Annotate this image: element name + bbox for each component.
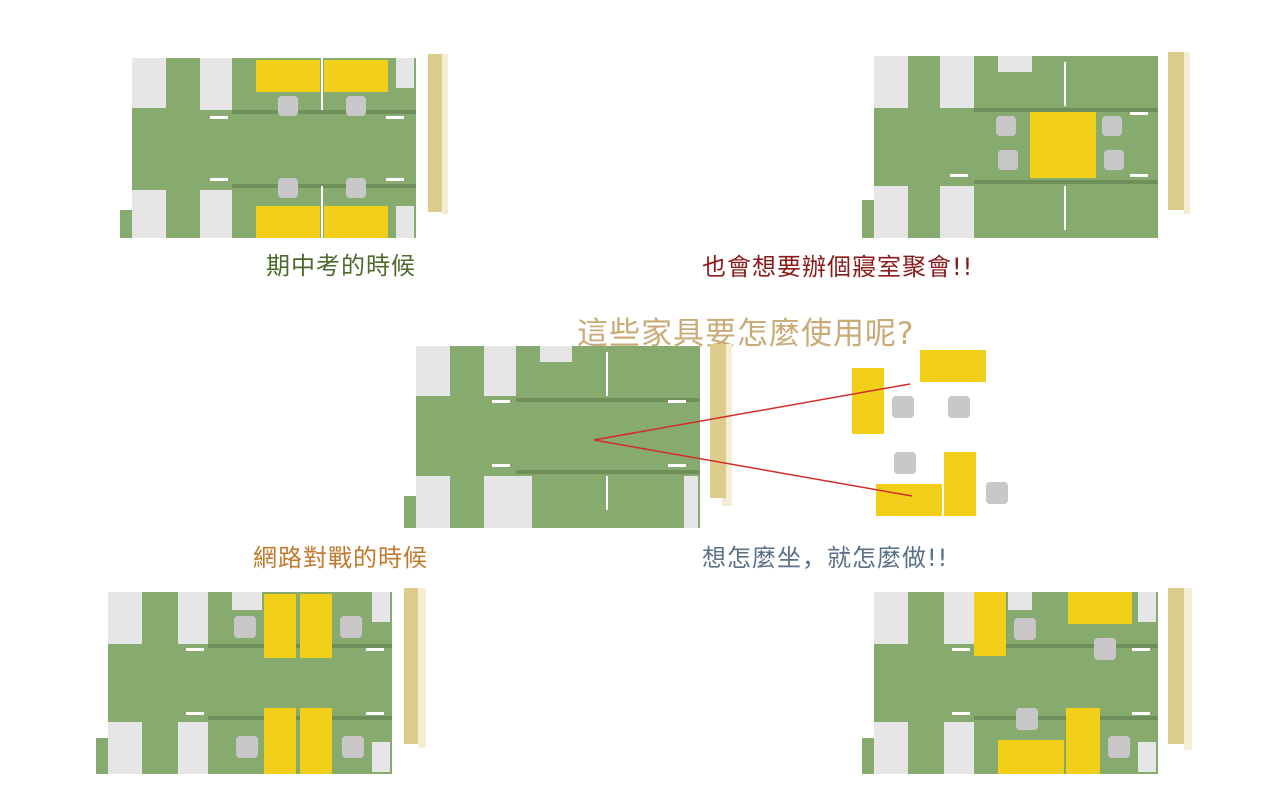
- chair: [1014, 618, 1036, 640]
- chair: [342, 736, 364, 758]
- desk-vertical: [852, 368, 884, 434]
- room-layout-gaming: [96, 588, 432, 778]
- desk-vertical: [300, 594, 332, 658]
- chair: [234, 616, 256, 638]
- desk-horizontal: [998, 740, 1064, 774]
- desk-vertical: [264, 708, 296, 774]
- chair: [986, 482, 1008, 504]
- chair: [346, 178, 366, 198]
- desk-horizontal: [1068, 592, 1132, 624]
- desk-horizontal: [876, 484, 942, 516]
- party-table: [1030, 112, 1096, 178]
- caption-exam: 期中考的時候: [266, 252, 416, 280]
- chair: [1094, 638, 1116, 660]
- chair: [998, 150, 1018, 170]
- chair: [340, 616, 362, 638]
- chair: [892, 396, 914, 418]
- chair: [1102, 116, 1122, 136]
- desk: [256, 206, 320, 238]
- desk: [256, 60, 320, 92]
- chair: [996, 116, 1016, 136]
- chair: [1108, 736, 1130, 758]
- room-layout-sit: [862, 588, 1192, 778]
- chair: [346, 96, 366, 116]
- room-layout-party: [862, 50, 1192, 240]
- chair: [1016, 708, 1038, 730]
- chair: [894, 452, 916, 474]
- room-layout-default: [404, 340, 734, 530]
- chair: [948, 396, 970, 418]
- chair: [1104, 150, 1124, 170]
- room-layout-exam: [120, 50, 450, 240]
- chair: [278, 96, 298, 116]
- caption-party: 也會想要辦個寢室聚會!!: [702, 253, 974, 281]
- chair: [236, 736, 258, 758]
- desk-vertical: [264, 594, 296, 658]
- desk-vertical: [1066, 708, 1100, 774]
- desk-vertical: [944, 452, 976, 516]
- desk-vertical: [974, 592, 1006, 656]
- furniture-palette: [840, 340, 1020, 530]
- desk-horizontal: [920, 350, 986, 382]
- chair: [278, 178, 298, 198]
- desk: [324, 60, 388, 92]
- desk: [324, 206, 388, 238]
- caption-sit: 想怎麼坐，就怎麼做!!: [702, 544, 949, 572]
- caption-gaming: 網路對戰的時候: [253, 544, 428, 572]
- desk-vertical: [300, 708, 332, 774]
